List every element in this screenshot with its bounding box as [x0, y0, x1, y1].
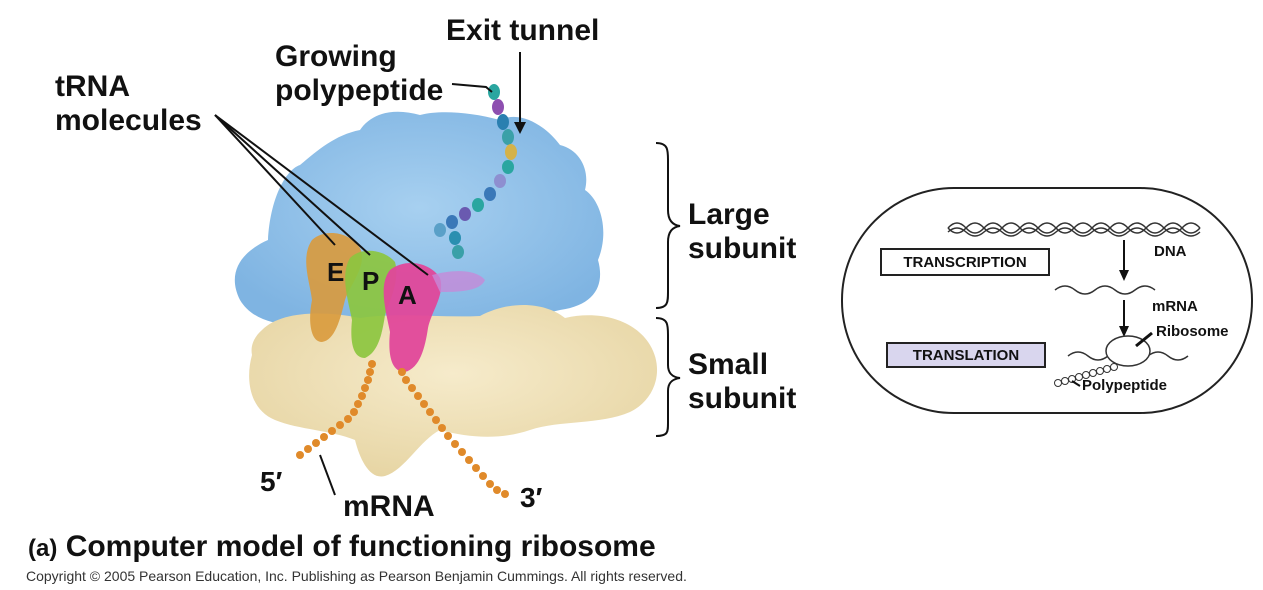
inset-mrna-label: mRNA: [1152, 298, 1198, 315]
inset-ribosome-label: Ribosome: [1156, 323, 1229, 340]
trna-a-shape: [383, 263, 442, 372]
caption-part-label: (a): [28, 535, 58, 562]
translation-arrow: [1119, 326, 1129, 337]
trna-molecules-label: tRNA molecules: [55, 70, 202, 137]
transcription-box: TRANSCRIPTION: [880, 248, 1050, 276]
inset-frame: [841, 187, 1253, 414]
large-subunit-label: Large subunit: [688, 198, 797, 265]
leader-lines: [214, 52, 521, 496]
site-a-label: A: [398, 280, 417, 310]
trna-a-arm: [432, 271, 485, 292]
inset-polypeptide-beads: [1054, 363, 1118, 387]
polypeptide-chain: [434, 84, 517, 259]
small-subunit-shape: [249, 304, 658, 477]
large-subunit-brace: [655, 142, 681, 309]
mrna-strand: [296, 360, 509, 498]
copyright-notice: Copyright © 2005 Pearson Education, Inc.…: [26, 568, 687, 584]
exit-tunnel-arrowhead: [514, 122, 526, 134]
site-e-label: E: [327, 257, 345, 287]
growing-polypeptide-label: Growing polypeptide: [275, 40, 444, 107]
three-prime-label: 3′: [520, 482, 543, 513]
small-subunit-brace: [655, 317, 681, 437]
inset-dna-label: DNA: [1154, 243, 1187, 260]
figure-caption: (a) Computer model of functioning riboso…: [28, 530, 656, 564]
transcription-arrow: [1119, 270, 1129, 281]
dna-helix: [947, 222, 1201, 237]
site-p-label: P: [362, 266, 380, 296]
five-prime-label: 5′: [260, 466, 283, 497]
small-subunit-label: Small subunit: [688, 348, 797, 415]
exit-tunnel-label: Exit tunnel: [446, 14, 600, 47]
trna-p-shape: [345, 250, 397, 358]
trna-e-shape: [306, 233, 363, 342]
inset-polypeptide-label: Polypeptide: [1082, 377, 1168, 394]
mrna-label: mRNA: [343, 490, 435, 523]
inset-mrna-strand: [1054, 285, 1156, 295]
translation-box: TRANSLATION: [886, 342, 1046, 368]
caption-text: Computer model of functioning ribosome: [65, 530, 656, 563]
